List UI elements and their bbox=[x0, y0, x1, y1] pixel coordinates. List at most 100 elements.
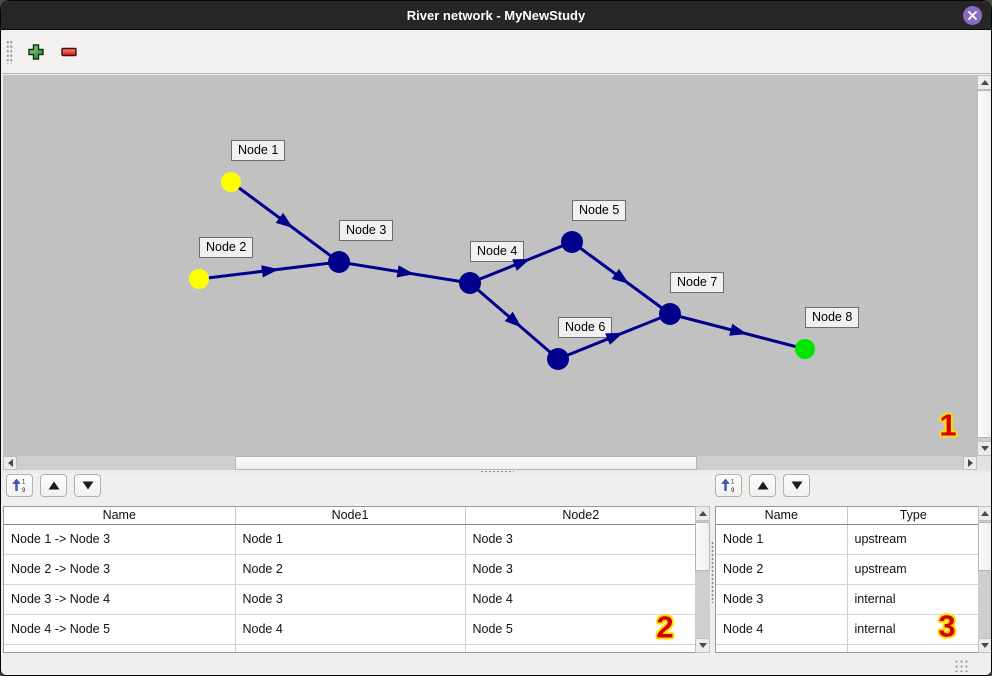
reach-cell[interactable]: Node 4 bbox=[465, 584, 695, 615]
reach-cell[interactable]: Node 3 -> Node 4 bbox=[4, 584, 236, 615]
triangle-up-icon bbox=[48, 481, 59, 490]
reaches-move-down-button[interactable] bbox=[74, 474, 101, 497]
node-cell[interactable]: internal bbox=[847, 614, 978, 645]
triangle-up-icon bbox=[757, 481, 768, 490]
reach-column-header[interactable]: Node1 bbox=[235, 507, 466, 525]
river-node-internal[interactable] bbox=[561, 231, 583, 253]
canvas-scroll-up-button[interactable] bbox=[977, 75, 991, 90]
reach-cell[interactable]: Node 4 bbox=[235, 614, 466, 645]
river-node-internal[interactable] bbox=[659, 303, 681, 325]
nodes-sort-button[interactable]: 1 9 bbox=[715, 474, 742, 497]
nodes-scroll-down-button[interactable] bbox=[978, 638, 991, 653]
reaches-toolbar: 1 9 bbox=[6, 474, 101, 502]
node-cell[interactable]: Node 2 bbox=[716, 554, 848, 585]
minus-icon bbox=[61, 47, 77, 56]
reach-cell[interactable]: Node 3 bbox=[235, 584, 466, 615]
node-column-header[interactable]: Type bbox=[847, 507, 978, 525]
reaches-move-up-button[interactable] bbox=[40, 474, 67, 497]
node-cell[interactable]: upstream bbox=[847, 524, 978, 555]
nodes-vscrollbar[interactable] bbox=[978, 506, 991, 653]
reach-column-header[interactable]: Name bbox=[4, 507, 236, 525]
reaches-scroll-down-button[interactable] bbox=[695, 638, 710, 653]
reach-cell[interactable]: Node 5 bbox=[465, 614, 695, 645]
window-title: River network - MyNewStudy bbox=[406, 7, 586, 23]
reach-cell[interactable] bbox=[4, 644, 236, 652]
node-label[interactable]: Node 2 bbox=[199, 237, 254, 258]
node-labels-layer: Node 1 Node 2 Node 3 Node 4 Node 5 Node 6 Node… bbox=[3, 75, 977, 456]
close-button[interactable] bbox=[963, 6, 982, 25]
river-node-upstream[interactable] bbox=[189, 269, 209, 289]
node-cell[interactable]: internal bbox=[847, 584, 978, 615]
node-cell[interactable]: upstream bbox=[847, 554, 978, 585]
node-cell[interactable]: Node 4 bbox=[716, 614, 848, 645]
reach-cell[interactable]: Node 4 -> Node 5 bbox=[4, 614, 236, 645]
reaches-sort-button[interactable]: 1 9 bbox=[6, 474, 33, 497]
canvas-hscrollbar[interactable] bbox=[3, 456, 977, 470]
river-node-downstream[interactable] bbox=[795, 339, 815, 359]
reaches-vscroll-thumb[interactable] bbox=[695, 522, 710, 571]
river-node-internal[interactable] bbox=[547, 348, 569, 370]
toolbar-drag-handle[interactable] bbox=[6, 39, 13, 64]
node-label[interactable]: Node 8 bbox=[805, 307, 860, 328]
river-node-upstream[interactable] bbox=[221, 172, 241, 192]
reach-cell[interactable] bbox=[465, 644, 695, 652]
horizontal-splitter[interactable] bbox=[2, 470, 991, 473]
reaches-vscrollbar[interactable] bbox=[695, 506, 710, 653]
canvas-scroll-left-button[interactable] bbox=[3, 456, 17, 470]
arrow-up-icon bbox=[698, 511, 707, 516]
node-row[interactable] bbox=[716, 644, 978, 652]
node-label[interactable]: Node 3 bbox=[339, 220, 394, 241]
flow-direction-arrow-icon bbox=[611, 268, 630, 284]
river-node-internal[interactable] bbox=[328, 251, 350, 273]
flow-direction-arrow-icon bbox=[504, 311, 522, 328]
reaches-scroll-up-button[interactable] bbox=[695, 506, 710, 521]
svg-text:9: 9 bbox=[731, 488, 735, 493]
reach-cell[interactable]: Node 1 -> Node 3 bbox=[4, 524, 236, 555]
node-label[interactable]: Node 5 bbox=[572, 200, 627, 221]
add-button[interactable] bbox=[23, 39, 49, 65]
reach-column-header[interactable]: Node2 bbox=[465, 507, 695, 525]
nodes-scroll-up-button[interactable] bbox=[978, 506, 991, 521]
canvas-vscroll-thumb[interactable] bbox=[977, 90, 991, 438]
reach-cell[interactable] bbox=[235, 644, 466, 652]
network-canvas[interactable]: Node 1 Node 2 Node 3 Node 4 Node 5 Node 6 Node… bbox=[3, 75, 977, 456]
reach-cell[interactable]: Node 1 bbox=[235, 524, 466, 555]
reach-row[interactable] bbox=[4, 644, 695, 652]
canvas-hscroll-thumb[interactable] bbox=[235, 456, 697, 470]
canvas-vscrollbar[interactable] bbox=[977, 75, 991, 456]
node-cell[interactable]: Node 1 bbox=[716, 524, 848, 555]
canvas-scroll-down-button[interactable] bbox=[977, 441, 991, 456]
reach-cell[interactable]: Node 3 bbox=[465, 554, 695, 585]
reach-cell[interactable]: Node 2 bbox=[235, 554, 466, 585]
node-label[interactable]: Node 4 bbox=[470, 241, 525, 262]
nodes-vscroll-thumb[interactable] bbox=[978, 522, 991, 571]
node-cell[interactable] bbox=[847, 644, 978, 652]
node-column-header[interactable]: Name bbox=[716, 507, 848, 525]
flow-direction-arrow-icon bbox=[275, 212, 294, 228]
node-cell[interactable] bbox=[716, 644, 848, 652]
nodes-toolbar: 1 9 bbox=[715, 474, 810, 502]
canvas-scroll-right-button[interactable] bbox=[963, 456, 977, 470]
reach-cell[interactable]: Node 3 bbox=[465, 524, 695, 555]
node-cell[interactable]: Node 3 bbox=[716, 584, 848, 615]
resize-grip-icon[interactable] bbox=[954, 659, 968, 672]
remove-button[interactable] bbox=[56, 39, 82, 65]
vertical-splitter[interactable] bbox=[711, 541, 714, 603]
reach-cell[interactable]: Node 2 -> Node 3 bbox=[4, 554, 236, 585]
nodes-move-up-button[interactable] bbox=[749, 474, 776, 497]
node-label[interactable]: Node 6 bbox=[558, 317, 613, 338]
node-label[interactable]: Node 1 bbox=[231, 140, 286, 161]
title-bar[interactable]: River network - MyNewStudy bbox=[1, 1, 991, 30]
nodes-move-down-button[interactable] bbox=[783, 474, 810, 497]
node-label[interactable]: Node 7 bbox=[670, 272, 725, 293]
river-node-internal[interactable] bbox=[459, 272, 481, 294]
